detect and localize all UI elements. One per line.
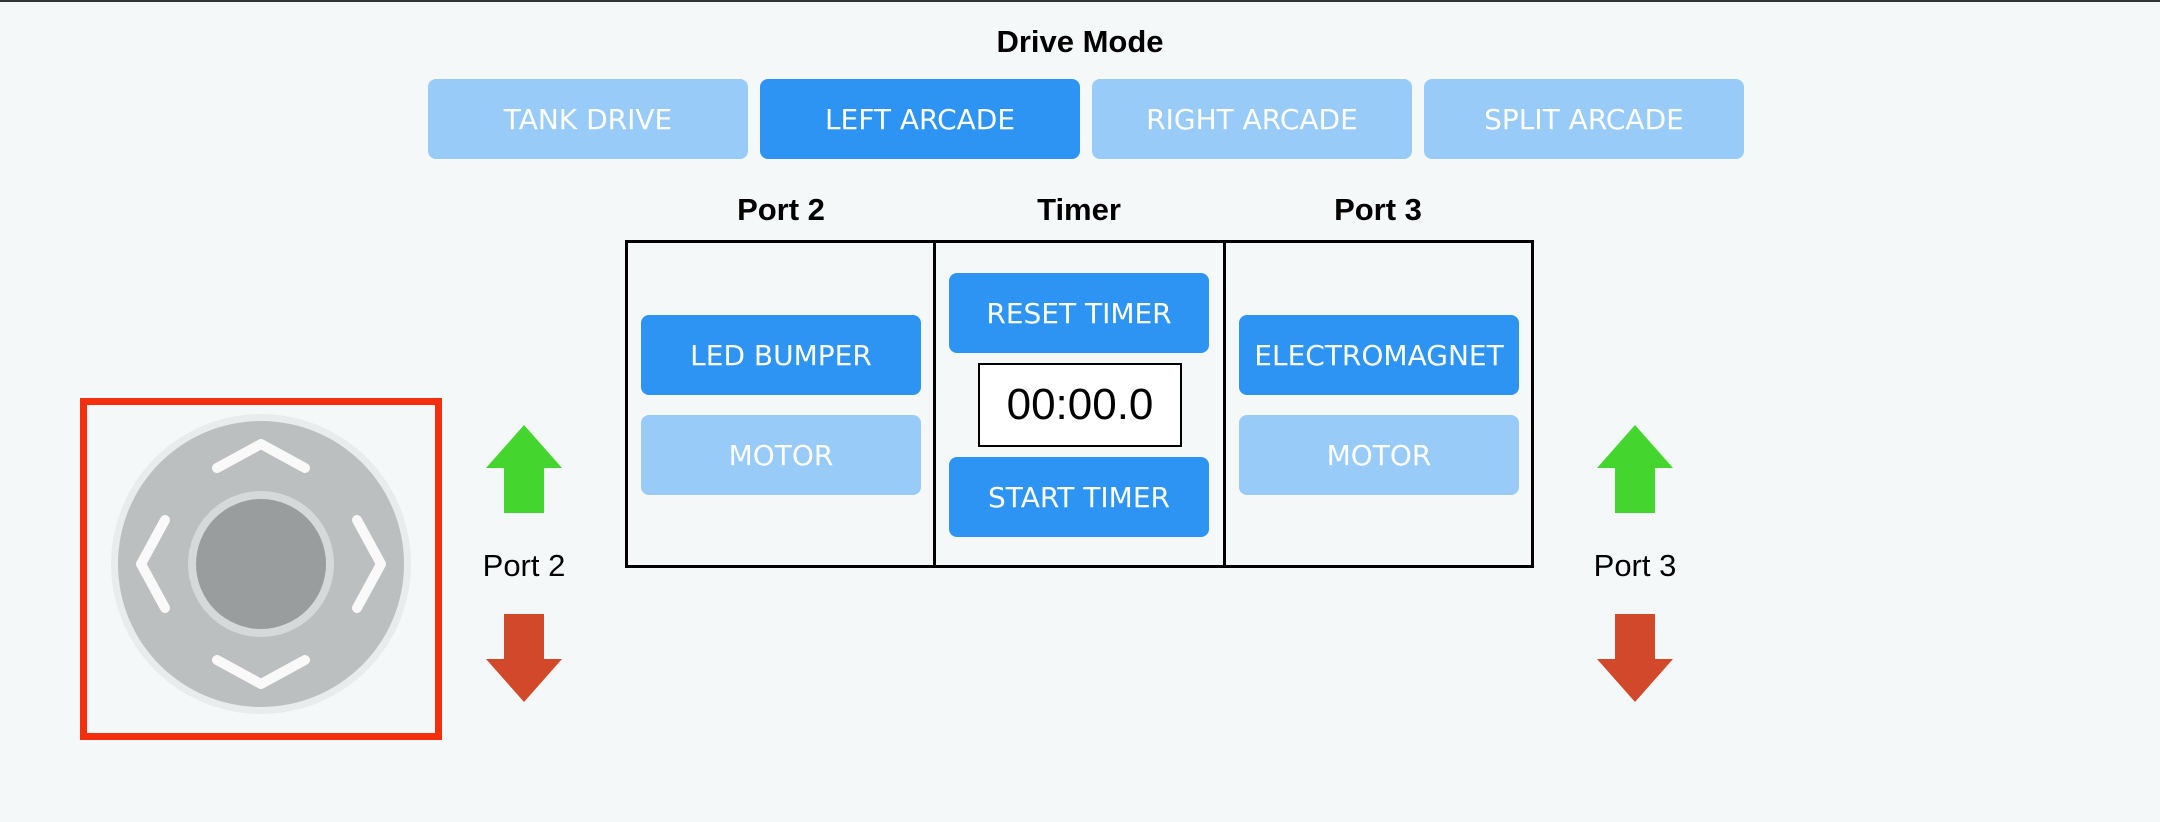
port2-column-title: Port 2 <box>737 192 825 227</box>
split-arcade-button[interactable]: SPLIT ARCADE <box>1424 79 1744 159</box>
port3-down-arrow-icon[interactable] <box>1597 614 1673 702</box>
port2-up-arrow-icon[interactable] <box>486 425 562 513</box>
drive-mode-title: Drive Mode <box>996 24 1164 59</box>
reset-timer-button[interactable]: RESET TIMER <box>949 273 1209 353</box>
left-arcade-button[interactable]: LEFT ARCADE <box>760 79 1080 159</box>
tank-drive-button[interactable]: TANK DRIVE <box>428 79 748 159</box>
port2-motor-button[interactable]: MOTOR <box>641 415 921 495</box>
table-divider <box>933 240 936 568</box>
port3-up-arrow-icon[interactable] <box>1597 425 1673 513</box>
start-timer-button[interactable]: START TIMER <box>949 457 1209 537</box>
control-table <box>625 240 1534 568</box>
port2-control-label: Port 2 <box>482 548 566 583</box>
port2-down-arrow-icon[interactable] <box>486 614 562 702</box>
port3-motor-button[interactable]: MOTOR <box>1239 415 1519 495</box>
led-bumper-button[interactable]: LED BUMPER <box>641 315 921 395</box>
timer-column-title: Timer <box>1037 192 1121 227</box>
joystick-highlight-frame <box>80 398 442 740</box>
joystick-dpad-icon[interactable] <box>109 412 413 716</box>
table-divider <box>1223 240 1226 568</box>
port3-control-label: Port 3 <box>1593 548 1677 583</box>
port3-column-title: Port 3 <box>1334 192 1422 227</box>
timer-display: 00:00.0 <box>978 363 1182 447</box>
right-arcade-button[interactable]: RIGHT ARCADE <box>1092 79 1412 159</box>
electromagnet-button[interactable]: ELECTROMAGNET <box>1239 315 1519 395</box>
